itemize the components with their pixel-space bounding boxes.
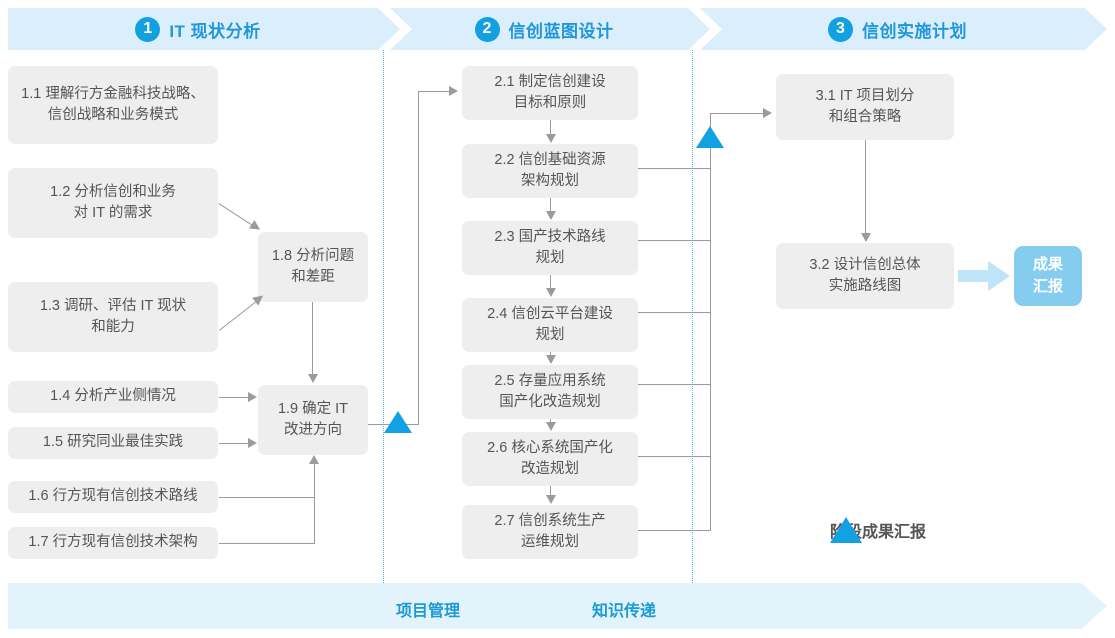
connector-2-6-to-2-7 [550,486,551,496]
task-box-1-5[interactable]: 1.5 研究同业最佳实践 [8,427,218,459]
connector-2-1-to-2-2 [550,120,551,135]
connector-2-2-to-2-3 [550,198,551,212]
bus-stub-2-3 [638,240,711,241]
footer-item-1: 知识传递 [592,603,657,620]
result-arrow-icon [958,261,1010,291]
task-box-2-2[interactable]: 2.2 信创基础资源 架构规划 [462,144,638,198]
connector-2-5-to-2-6 [550,419,551,423]
task-box-3-2[interactable]: 3.2 设计信创总体 实施路线图 [776,243,954,309]
task-box-1-7[interactable]: 1.7 行方现有信创技术架构 [8,527,218,559]
phase-divider-1-2 [383,50,384,583]
milestone-triangle-phase2 [696,126,724,148]
task-box-2-4[interactable]: 2.4 信创云平台建设 规划 [462,298,638,352]
bus-stub-2-7 [638,530,711,531]
task-box-1-9[interactable]: 1.9 确定 IT 改进方向 [258,385,368,455]
connector-bus-to-3-1 [710,113,764,114]
arrow-2-4-2-5 [546,355,556,364]
connector-1-6-horizontal [219,497,315,498]
phase-number-3: 3 [828,17,853,42]
task-box-1-1[interactable]: 1.1 理解行方金融科技战略、 信创战略和业务模式 [8,66,218,144]
connector-1-8-to-1-9-arrowhead [308,374,318,383]
connector-3-1-to-3-2 [865,140,866,234]
bus-stub-2-4 [638,312,711,313]
connector-1-6-1-7-riser [314,464,315,544]
task-box-2-7[interactable]: 2.7 信创系统生产 运维规划 [462,505,638,559]
phase-number-1: 1 [135,17,160,42]
connector-1-6-1-7-arrowhead [309,455,319,464]
phase-title-3: 信创实施计划 [862,21,967,41]
arrow-3-1-3-2 [861,233,871,242]
connector-3-1-arrowhead [763,108,772,118]
bus-stub-2-5 [638,384,711,385]
connector-bus-phase1-riser [418,91,419,425]
task-box-1-2[interactable]: 1.2 分析信创和业务 对 IT 的需求 [8,168,218,238]
connector-bus-to-2-1 [418,91,450,92]
legend: 阶段成果汇报 [830,517,926,543]
arrow-2-2-2-3 [546,211,556,220]
phase-band-3: 3 信创实施计划 [700,8,1107,50]
phase-title-2: 信创蓝图设计 [508,21,614,41]
phase-title-1: IT 现状分析 [169,21,261,41]
connector-1-5-to-1-9 [219,443,249,444]
connector-1-4-to-1-9 [219,397,249,398]
task-box-3-1[interactable]: 3.1 IT 项目划分 和组合策略 [776,74,954,140]
phase-band-1: 1 IT 现状分析 [8,8,400,50]
task-box-2-5[interactable]: 2.5 存量应用系统 国产化改造规划 [462,365,638,419]
result-box[interactable]: 成果 汇报 [1014,246,1082,306]
connector-1-5-arrowhead [248,438,257,448]
connector-1-3-to-1-8 [219,291,267,331]
bus-phase2-riser [710,113,711,531]
connector-1-2-to-1-8 [218,203,263,234]
milestone-triangle-phase1 [384,411,412,433]
phase-divider-2-3 [692,50,693,583]
connector-2-4-to-2-5 [550,352,551,356]
task-box-2-3[interactable]: 2.3 国产技术路线 规划 [462,221,638,275]
footer-band [8,583,1107,629]
footer-item-0: 项目管理 [396,603,461,620]
phase-band-2: 2 信创蓝图设计 [390,8,710,50]
connector-1-7-horizontal [219,543,315,544]
task-box-1-4[interactable]: 1.4 分析产业侧情况 [8,381,218,413]
task-box-1-8[interactable]: 1.8 分析问题 和差距 [258,232,368,302]
task-box-2-1[interactable]: 2.1 制定信创建设 目标和原则 [462,66,638,120]
arrow-2-5-2-6 [546,422,556,431]
phase-number-2: 2 [475,17,500,42]
task-box-2-6[interactable]: 2.6 核心系统国产化 改造规划 [462,432,638,486]
arrow-2-1-2-2 [546,134,556,143]
connector-2-1-arrowhead [449,86,458,96]
connector-2-3-to-2-4 [550,275,551,289]
bus-stub-2-2 [638,168,711,169]
arrow-2-3-2-4 [546,288,556,297]
connector-1-8-to-1-9 [312,302,313,374]
milestone-triangle-icon [830,517,862,543]
bus-stub-2-6 [638,456,711,457]
connector-1-4-arrowhead [248,392,257,402]
arrow-2-6-2-7 [546,495,556,504]
task-box-1-3[interactable]: 1.3 调研、评估 IT 现状 和能力 [8,282,218,352]
task-box-1-6[interactable]: 1.6 行方现有信创技术路线 [8,481,218,513]
